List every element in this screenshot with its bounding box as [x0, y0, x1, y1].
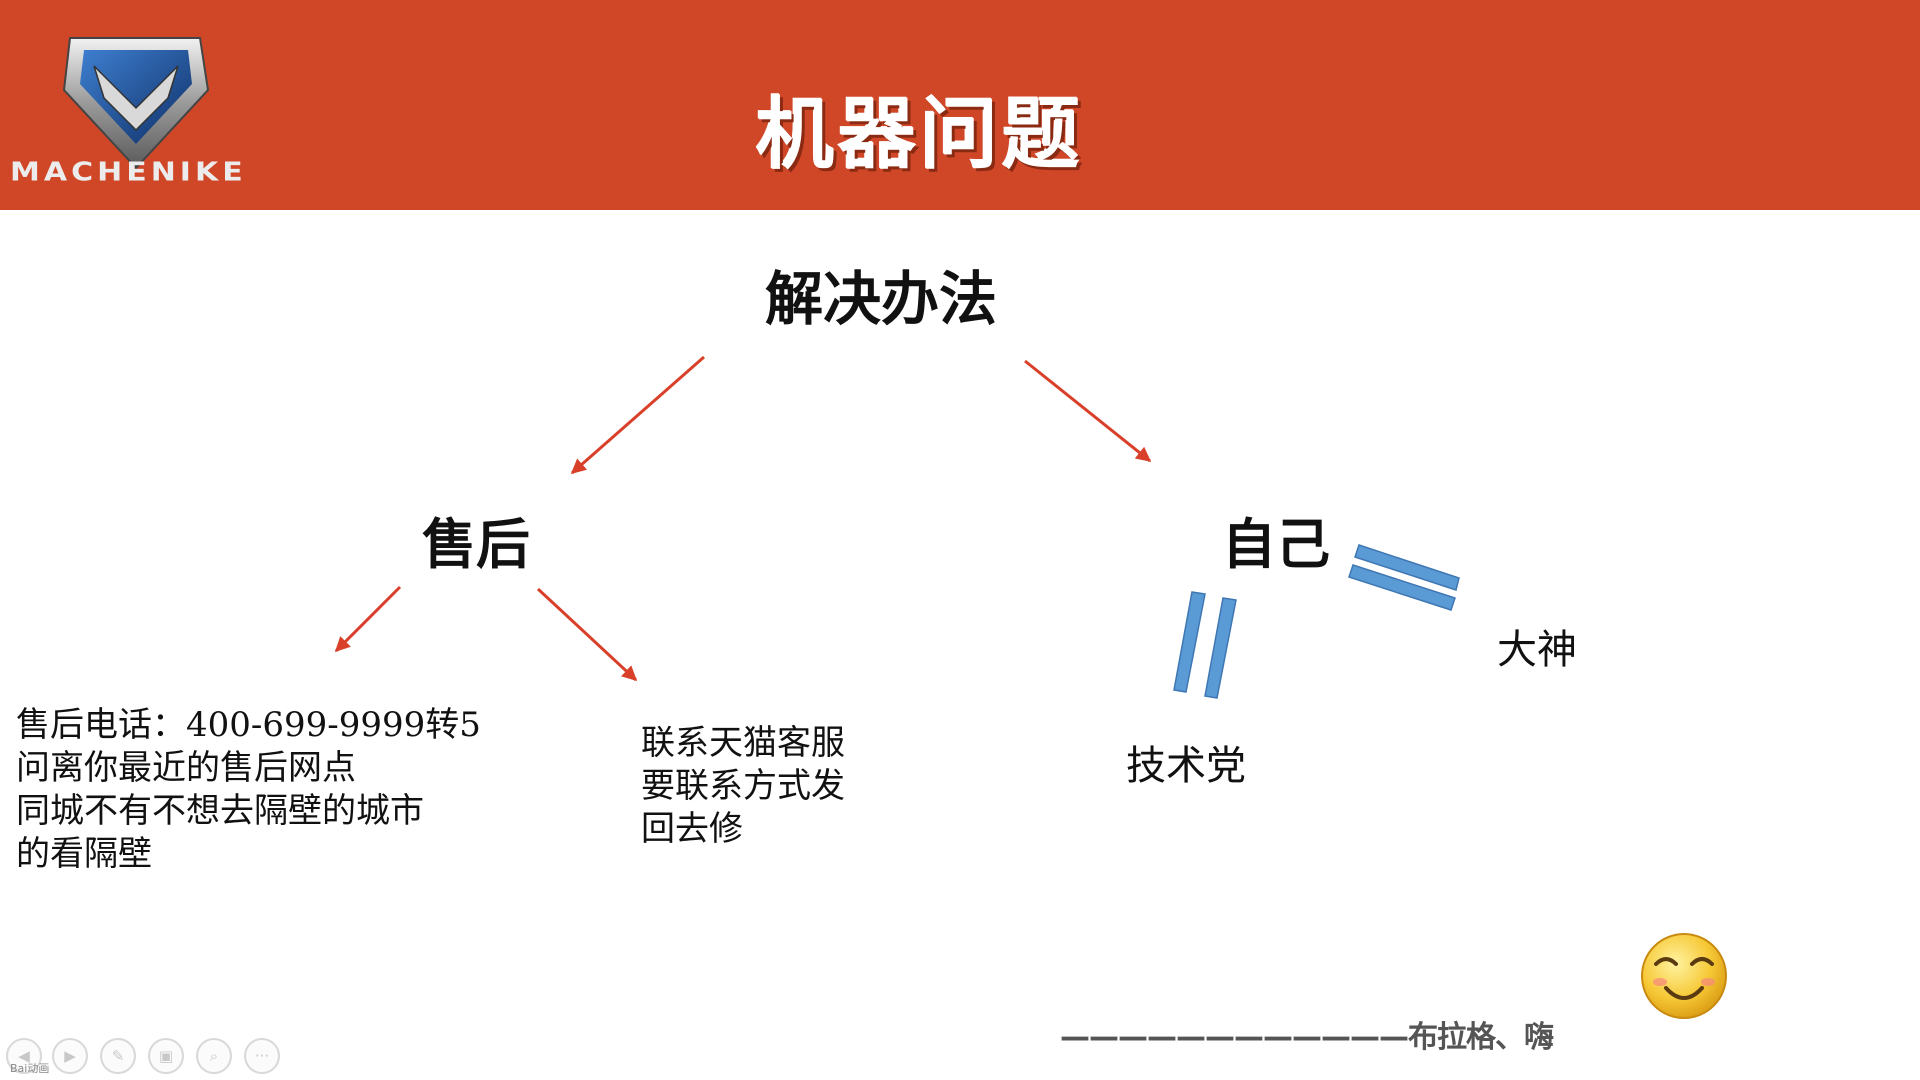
root-node: 解决办法 — [765, 265, 998, 333]
after-sales-phone-text: 售后电话：400-699-9999转5 问离你最近的售后网点 同城不有不想去隔壁… — [16, 704, 481, 876]
zoom-icon[interactable]: ⌕ — [196, 1038, 232, 1074]
pen-icon[interactable]: ✎ — [100, 1038, 136, 1074]
arrow-after-sales-to-phone — [334, 585, 402, 653]
equals-sign-tech-icon — [1173, 591, 1237, 699]
watermark-label: Bai动画 — [10, 1062, 50, 1075]
header-banner: MACHENIKE 机器问题 — [0, 0, 1920, 210]
arrow-root-to-after-sales — [570, 355, 705, 475]
text-line: 回去修 — [641, 809, 743, 849]
text-line: 的看隔壁 — [16, 834, 152, 874]
equals-sign-god-icon — [1348, 544, 1460, 611]
tech-leaf: 技术党 — [1126, 743, 1246, 789]
more-options-icon[interactable]: ··· — [244, 1038, 280, 1074]
after-sales-node: 售后 — [422, 512, 530, 576]
slides-icon[interactable]: ▣ — [148, 1038, 184, 1074]
page-title: 机器问题 — [755, 90, 1084, 180]
text-line: 同城不有不想去隔壁的城市 — [16, 791, 424, 831]
tmall-service-text: 联系天猫客服 要联系方式发 回去修 — [641, 722, 845, 851]
machenike-logo-icon — [62, 37, 210, 170]
smiley-face-icon — [1641, 933, 1727, 1019]
brand-wordmark: MACHENIKE — [10, 157, 247, 188]
text-line: 联系天猫客服 — [641, 723, 845, 763]
previous-icon[interactable]: ◀ — [6, 1038, 42, 1074]
god-leaf: 大神 — [1497, 627, 1577, 673]
arrow-after-sales-to-tmall — [536, 587, 638, 682]
text-line: 要联系方式发 — [641, 766, 845, 806]
next-icon[interactable]: ▶ — [52, 1038, 88, 1074]
arrow-root-to-self — [1024, 359, 1152, 463]
text-line: 问离你最近的售后网点 — [16, 748, 356, 788]
text-line: 售后电话：400-699-9999转5 — [16, 705, 481, 745]
signature: ————————————布拉格、嗨 — [1060, 1020, 1554, 1055]
self-node: 自己 — [1222, 512, 1330, 576]
